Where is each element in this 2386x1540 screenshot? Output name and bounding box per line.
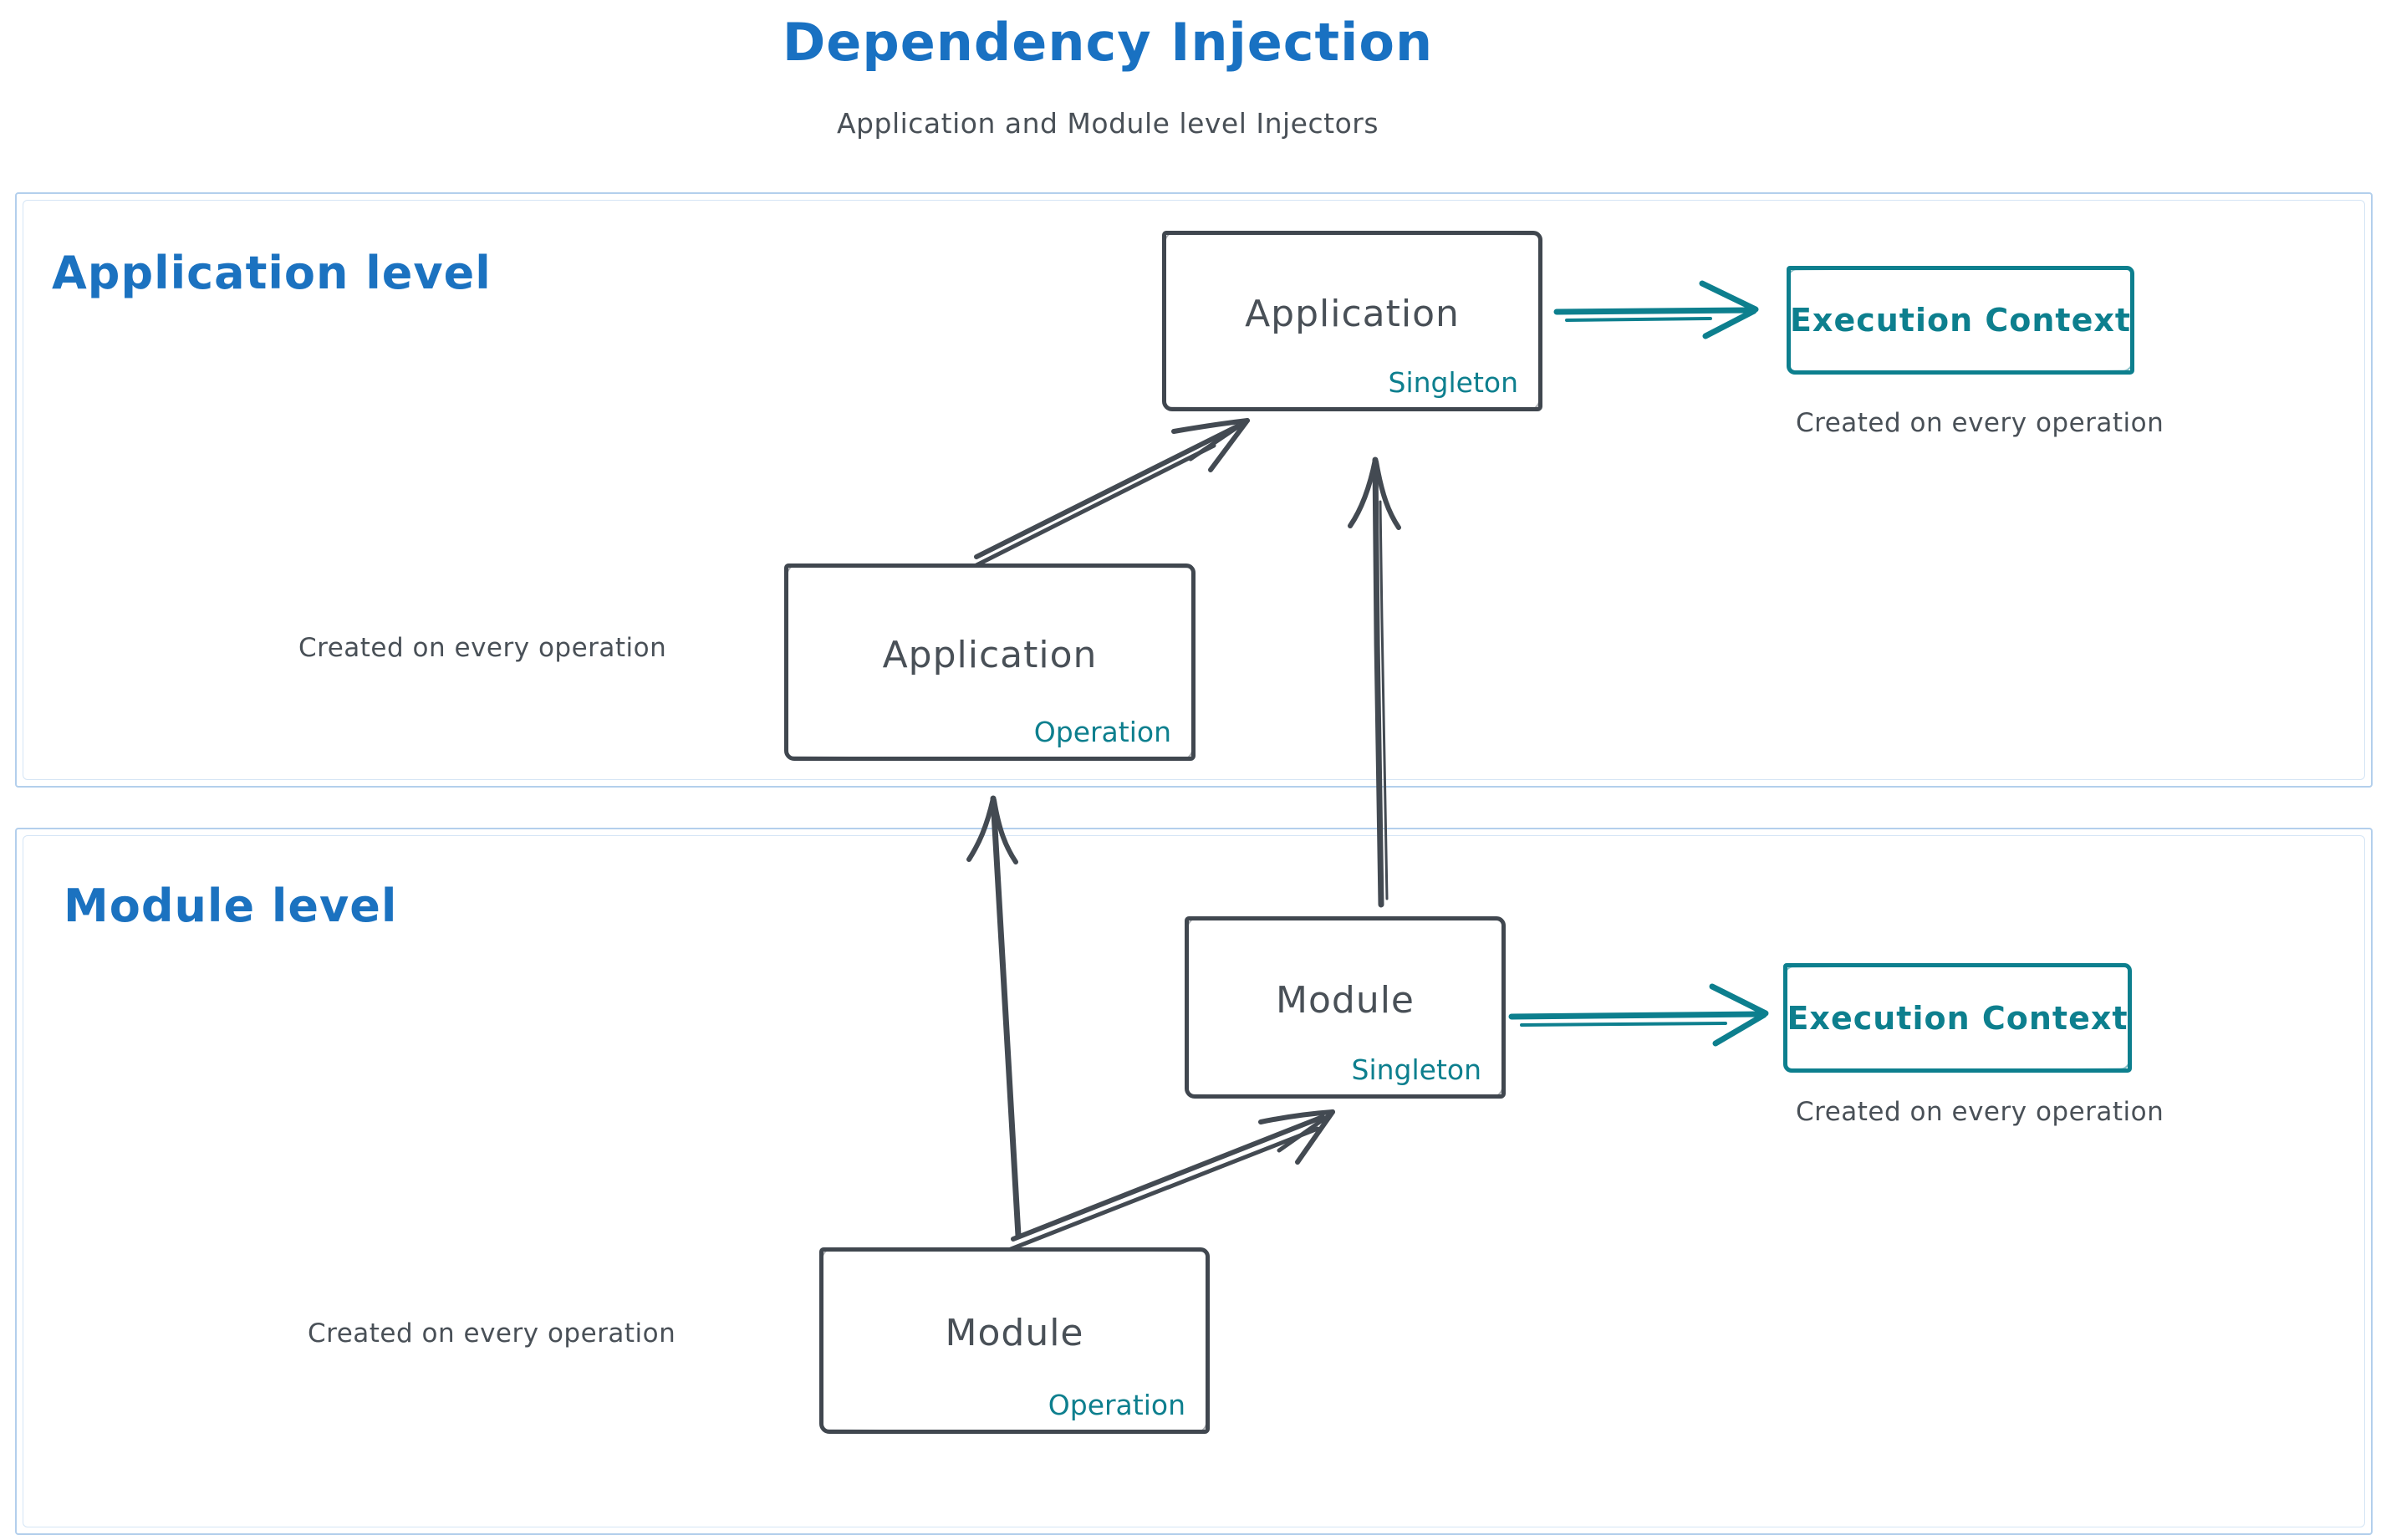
- module-singleton-scope-tag: Singleton: [1351, 1053, 1482, 1086]
- application-singleton-title: Application: [1245, 292, 1460, 335]
- application-singleton-box: Application Singleton: [1162, 231, 1542, 411]
- application-singleton-scope-tag: Singleton: [1388, 366, 1519, 399]
- application-execution-context-note: Created on every operation: [1796, 408, 2164, 438]
- diagram-subtitle: Application and Module level Injectors: [836, 107, 1379, 140]
- module-operation-title: Module: [945, 1312, 1084, 1354]
- application-operation-note: Created on every operation: [298, 633, 667, 663]
- application-operation-title: Application: [882, 633, 1098, 676]
- application-level-label: Application level: [52, 247, 492, 299]
- module-operation-scope-tag: Operation: [1048, 1389, 1185, 1421]
- module-execution-context-label: Execution Context: [1787, 999, 2129, 1037]
- module-execution-context-note: Created on every operation: [1796, 1097, 2164, 1127]
- diagram-title: Dependency Injection: [782, 12, 1434, 73]
- module-singleton-title: Module: [1276, 978, 1415, 1022]
- application-operation-scope-tag: Operation: [1033, 716, 1171, 748]
- module-level-label: Module level: [64, 880, 398, 932]
- module-level-container: [15, 828, 2373, 1535]
- module-singleton-box: Module Singleton: [1185, 916, 1506, 1099]
- module-operation-box: Module Operation: [819, 1247, 1210, 1434]
- application-operation-box: Application Operation: [784, 563, 1196, 761]
- application-execution-context-label: Execution Context: [1789, 302, 2132, 339]
- application-execution-context-box: Execution Context: [1787, 266, 2134, 375]
- module-operation-note: Created on every operation: [308, 1318, 676, 1349]
- module-execution-context-box: Execution Context: [1783, 963, 2132, 1073]
- application-level-container: [15, 192, 2373, 788]
